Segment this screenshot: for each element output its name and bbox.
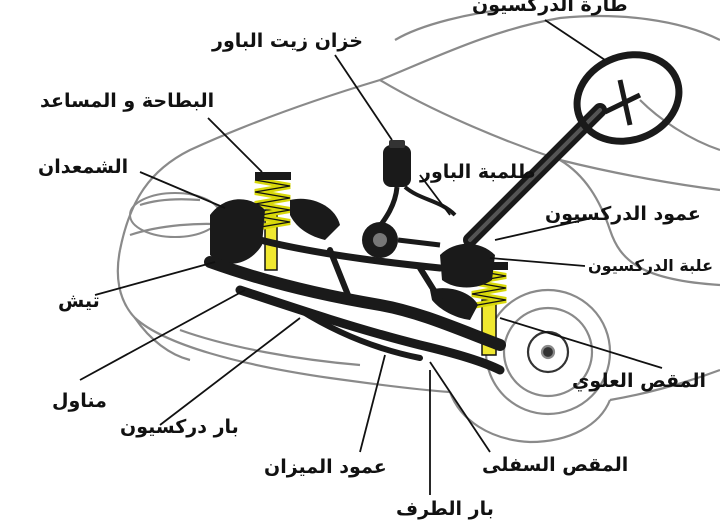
label-stabilizer: عمود الميزان xyxy=(264,456,387,478)
power-pump-shape xyxy=(362,222,441,258)
car-body-outline xyxy=(116,6,720,444)
leader-lines xyxy=(79,19,663,495)
suspension-bars xyxy=(204,236,506,375)
label-end-bar: بار الطرف xyxy=(396,498,494,520)
label-lower-arm: المقص السفلى xyxy=(482,454,629,476)
label-tie-rod: مناول xyxy=(52,390,107,412)
right-hub-assembly xyxy=(430,243,495,320)
power-reservoir-shape xyxy=(367,140,457,242)
steering-wheel-shape xyxy=(573,51,683,145)
label-upper-arm: المقص العلوي xyxy=(572,370,707,392)
label-hub: تيش xyxy=(58,290,100,312)
label-strut: البطاحة و المساعد xyxy=(40,90,215,112)
label-steering-box: علبة الدركسيون xyxy=(588,256,714,275)
label-spark: الشمعدان xyxy=(38,156,129,178)
front-wheel xyxy=(484,288,612,416)
steering-column-shape xyxy=(463,103,607,247)
label-steering-column: عمود الدركسيون xyxy=(545,203,701,225)
label-power-reservoir: خزان زيت الباور xyxy=(212,30,363,52)
label-steering-bar: بار دركسيون xyxy=(120,416,239,438)
label-steering-wheel: طارة الدركسيون xyxy=(472,0,628,16)
label-power-pump: طلمبة الباور xyxy=(420,161,536,183)
left-hub-assembly xyxy=(210,198,340,264)
